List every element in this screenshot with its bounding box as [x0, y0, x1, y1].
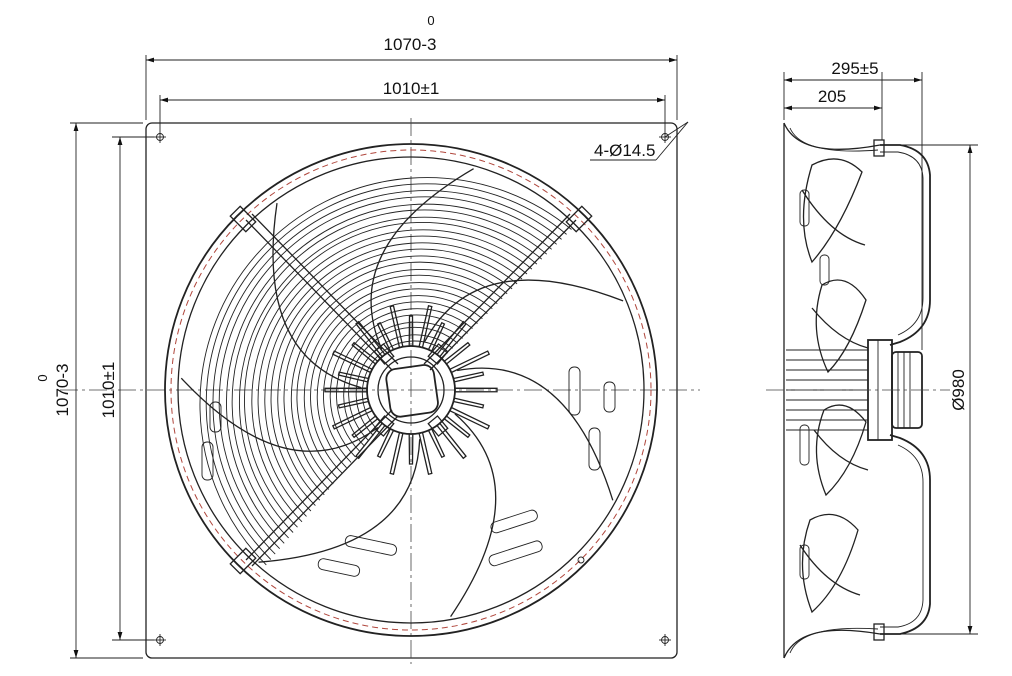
- overall-width-tolerance: 0: [427, 13, 434, 28]
- guard-ring: [212, 190, 562, 555]
- mounting-hole-bottom-left: [154, 634, 166, 646]
- guard-ring: [257, 235, 528, 517]
- blade-slots: [201, 366, 616, 577]
- venturi-outer-ring: [164, 143, 658, 637]
- impeller-blades: [180, 168, 624, 617]
- guard-depth-label: 205: [818, 87, 846, 106]
- hub-clamps: [373, 343, 449, 437]
- guard-ring: [310, 288, 488, 474]
- hole-spacing-height-label: 1010±1: [99, 362, 118, 419]
- impeller-blade: [450, 413, 497, 617]
- venturi-dashed-ring: [170, 149, 652, 631]
- cooling-fin: [452, 371, 485, 383]
- guard-ring: [283, 261, 508, 496]
- guard-ring: [316, 295, 483, 469]
- guard-bracket-top: [880, 144, 931, 346]
- guard-ring: [355, 334, 453, 436]
- guard-ring: [199, 177, 572, 566]
- mounting-plate: [145, 122, 678, 659]
- impeller-blade: [423, 279, 624, 343]
- guard-ring: [251, 229, 533, 523]
- guard-ring: [226, 203, 552, 544]
- guard-ring: [205, 183, 567, 560]
- venturi-inner-ring: [177, 156, 645, 624]
- guard-ring: [277, 255, 513, 501]
- guard-ring: [270, 248, 518, 506]
- overall-height-label: 1070-3: [53, 364, 72, 417]
- cooling-fin: [452, 397, 485, 409]
- hole-spacing-width-label: 1010±1: [383, 79, 440, 98]
- guard-ring: [290, 269, 503, 490]
- impeller-blade: [258, 439, 421, 563]
- guard-ring: [323, 301, 478, 463]
- guard-ring: [244, 222, 538, 528]
- cooling-fin: [389, 431, 404, 475]
- side-blades: [799, 158, 869, 614]
- motor-hub-outer: [366, 345, 456, 435]
- guard-bracket-bottom: [880, 434, 931, 635]
- guard-ring: [296, 274, 498, 485]
- finger-guard-rings: [199, 177, 572, 566]
- side-view: [766, 122, 950, 659]
- guard-ring: [361, 340, 449, 431]
- guard-ring: [303, 282, 493, 479]
- overall-height-tolerance: 0: [35, 374, 50, 381]
- rivet-small: [577, 556, 585, 564]
- cooling-fin: [418, 431, 433, 475]
- cooling-fin: [448, 406, 491, 430]
- mounting-holes: [154, 131, 671, 646]
- guard-ring: [231, 209, 548, 539]
- guard-diameter-label: Ø980: [949, 369, 968, 411]
- holes-callout-leader: [664, 121, 689, 138]
- cooling-fin: [337, 371, 370, 383]
- mounting-hole-bottom-right: [659, 634, 671, 646]
- terminal-box: [385, 364, 439, 418]
- overall-width-label: 1070-3: [384, 35, 437, 54]
- side-blade-slots: [799, 189, 830, 580]
- venturi-profile: [783, 122, 881, 659]
- front-view: [60, 118, 700, 664]
- impeller-blade: [370, 168, 474, 350]
- mounting-hole-top-left: [154, 131, 166, 143]
- impeller-blade: [180, 377, 379, 452]
- overall-depth-label: 295±5: [831, 59, 878, 78]
- cooling-fin: [331, 406, 374, 430]
- front-view-dimensions: 0 1070-3 1010±1 4-Ø14.5 0 1070-3 1010±1: [35, 13, 689, 659]
- side-view-dimensions: 295±5 205 Ø980: [783, 59, 978, 635]
- holes-callout-label: 4-Ø14.5: [594, 141, 655, 160]
- motor-hub-inner: [377, 356, 445, 424]
- guard-clamps: [229, 205, 593, 575]
- guard-ring: [238, 216, 543, 533]
- guard-ring: [264, 242, 523, 512]
- impeller-blade: [272, 203, 362, 389]
